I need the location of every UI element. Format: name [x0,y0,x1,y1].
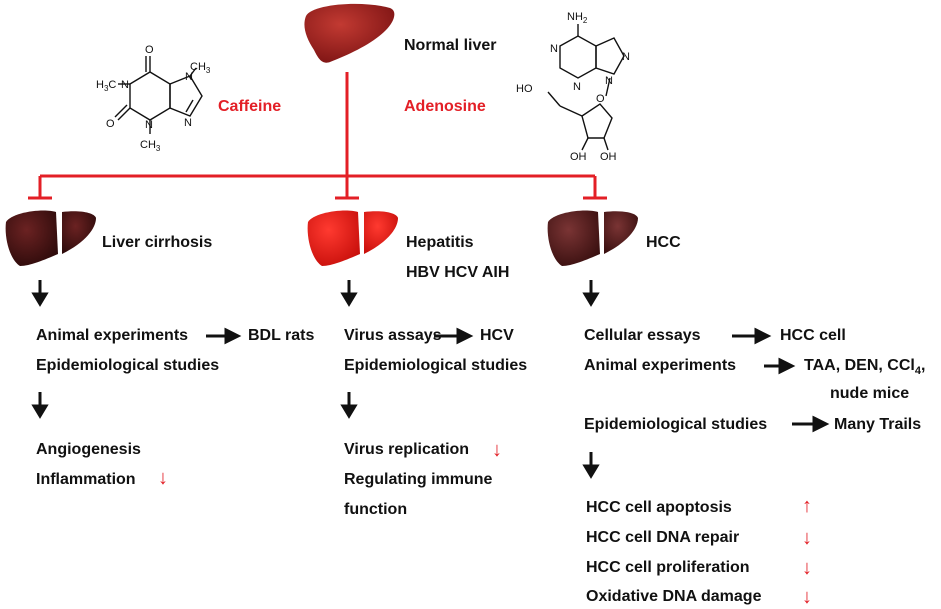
hcc-effect-0: HCC cell apoptosis [586,499,732,516]
caffeine-atoms: O O H3C N N CH3 N CH3 N [96,44,211,153]
svg-text:N: N [185,71,193,83]
normal-liver-label: Normal liver [404,37,497,54]
svg-text:HO: HO [516,83,533,95]
caffeine-structure [114,56,203,134]
hcc-liver-icon [547,210,638,266]
hcc-effect-2: HCC cell proliferation [586,559,750,576]
hepatitis-line2: Epidemiological studies [344,357,528,374]
svg-text:OH: OH [600,151,617,163]
hepatitis-effect-2: function [344,501,408,518]
svg-text:NH2: NH2 [567,11,588,25]
hcc-title: HCC [646,234,681,251]
svg-text:H3C: H3C [96,79,116,93]
inhibition-connector [28,72,607,200]
cirrhosis-effect-0: Angiogenesis [36,441,141,458]
cirrhosis-line1-target: BDL rats [248,327,315,344]
hcc-effect-0-arrow: ↑ [802,495,812,517]
normal-liver-icon [304,3,395,63]
adenosine-atoms: NH2 N N N N O HO OH OH [516,11,630,163]
hcc-line2-target-line2: nude mice [830,385,910,402]
hepatitis-title: Hepatitis [406,234,474,251]
cirrhosis-line2: Epidemiological studies [36,357,220,374]
hepatitis-effect-0-arrow: ↓ [492,439,502,461]
svg-text:CH3: CH3 [140,139,161,153]
svg-text:O: O [106,118,115,130]
hcc-line2-target: TAA, DEN, CCl4, [804,357,926,378]
hcc-effect-2-arrow: ↓ [802,557,812,579]
hcc-effect-3-arrow: ↓ [802,586,812,608]
hcc-line1: Cellular essays [584,327,701,344]
hcc-line2: Animal experiments [584,357,737,374]
svg-text:N: N [145,119,153,131]
hcc-line3-target: Many Trails [834,416,922,433]
svg-text:N: N [550,43,558,55]
cirrhosis-title: Liver cirrhosis [102,234,213,251]
hepatitis-effect-0: Virus replication [344,441,470,458]
hcc-line3: Epidemiological studies [584,416,768,433]
hcc-effect-1: HCC cell DNA repair [586,529,740,546]
hepatitis-line1: Virus assays [344,327,442,344]
cirrhosis-effect-1-arrow: ↓ [158,467,168,489]
adenosine-label: Adenosine [404,98,486,115]
hepatitis-liver-icon [307,210,398,266]
hepatitis-subtitle: HBV HCV AIH [406,264,510,281]
cirrhosis-line1: Animal experiments [36,327,189,344]
cirrhosis-effect-1: Inflammation [36,471,136,488]
hepatitis-effect-1: Regulating immune [344,471,493,488]
hcc-line1-target: HCC cell [780,327,846,344]
hcc-effect-1-arrow: ↓ [802,527,812,549]
svg-text:N: N [573,81,581,93]
svg-text:N: N [605,75,613,87]
hcc-effect-3: Oxidative DNA damage [586,588,762,605]
svg-text:O: O [145,44,154,56]
svg-text:OH: OH [570,151,587,163]
svg-text:N: N [622,51,630,63]
svg-text:O: O [596,93,605,105]
down-arrows [31,280,600,479]
right-arrows [206,327,830,433]
cirrhosis-liver-icon [5,210,96,266]
svg-text:N: N [121,79,129,91]
svg-text:CH3: CH3 [190,61,211,75]
hepatitis-line1-target: HCV [480,327,514,344]
svg-text:N: N [184,117,192,129]
caffeine-label: Caffeine [218,98,282,115]
adenosine-structure [547,24,625,151]
